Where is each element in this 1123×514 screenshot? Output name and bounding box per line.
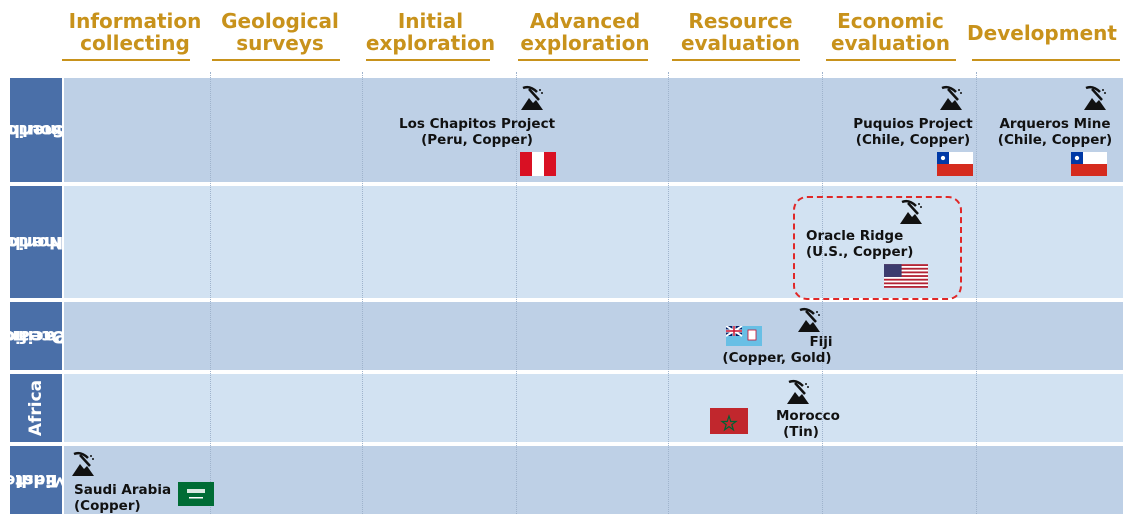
stage-header-resource-evaluation: Resource evaluation (668, 10, 813, 70)
chile-flag (1071, 152, 1107, 176)
project-los-chapitos: Los Chapitos Project (Peru, Copper) (398, 116, 556, 148)
stage-divider (210, 72, 211, 514)
morocco-flag (710, 408, 748, 434)
project-morocco: Morocco (Tin) (776, 408, 840, 440)
region-row-body (64, 186, 1123, 298)
stage-header-line1: Resource (688, 9, 793, 33)
stage-header-line1: Development (967, 21, 1117, 45)
region-label-line2: East (15, 470, 57, 490)
stage-header-geological-surveys: Geological surveys (205, 10, 355, 70)
highlight-box (793, 196, 962, 300)
header-underline (62, 59, 190, 61)
project-puquios: Puquios Project (Chile, Copper) (848, 116, 978, 148)
mining-pickaxe-icon (798, 307, 820, 332)
chile-flag (937, 152, 973, 176)
project-name: Los Chapitos Project (398, 116, 556, 132)
stage-header-line1: Initial (397, 9, 464, 33)
mining-pickaxe-icon (72, 451, 94, 476)
region-label-line2: Ocean (6, 326, 66, 346)
fiji-flag (726, 326, 762, 346)
project-name: Arqueros Mine (999, 116, 1111, 132)
region-label-line1: Africa (26, 379, 46, 437)
project-arqueros: Arqueros Mine (Chile, Copper) (988, 116, 1122, 148)
stage-header-development: Development (962, 22, 1122, 82)
project-name: Morocco (776, 408, 840, 424)
project-name: Puquios Project (853, 116, 973, 132)
header-underline (826, 59, 956, 61)
stage-header-economic-evaluation: Economic evaluation (818, 10, 963, 70)
stage-header-line2: exploration (365, 31, 496, 55)
project-detail: (Tin) (783, 424, 819, 440)
project-detail: (Copper, Gold) (722, 350, 832, 366)
header-underline (518, 59, 648, 61)
region-row-body (64, 446, 1123, 514)
stage-header-line1: Geological (221, 9, 339, 33)
stage-divider (668, 72, 669, 514)
project-detail: (Peru, Copper) (421, 132, 533, 148)
stage-header-initial-exploration: Initial exploration (358, 10, 503, 70)
project-name: Saudi Arabia (74, 482, 172, 498)
mining-pickaxe-icon (787, 379, 809, 404)
stage-divider (362, 72, 363, 514)
stage-header-information-collecting: Information collecting (60, 10, 210, 70)
stage-divider (516, 72, 517, 514)
saudi-arabia-flag (178, 482, 214, 506)
stage-header-line1: Information (68, 9, 202, 33)
stage-divider (822, 72, 823, 514)
stage-header-line1: Economic (837, 9, 944, 33)
header-underline (212, 59, 340, 61)
mining-pickaxe-icon (900, 199, 922, 224)
us-flag (884, 264, 928, 288)
stage-header-line2: exploration (520, 31, 650, 55)
region-row-body (64, 374, 1123, 442)
header-underline (972, 59, 1120, 61)
region-row-body (64, 302, 1123, 370)
stage-header-line2: collecting (80, 31, 190, 55)
project-detail: (Chile, Copper) (997, 132, 1113, 148)
region-label: Africa (10, 374, 62, 442)
stage-header-advanced-exploration: Advanced exploration (510, 10, 660, 70)
project-saudi-arabia: Saudi Arabia (Copper) (74, 482, 174, 514)
stage-divider (976, 72, 977, 514)
mining-pickaxe-icon (521, 85, 543, 110)
stage-header-line2: evaluation (830, 31, 951, 55)
peru-flag (520, 152, 556, 176)
header-underline (366, 59, 490, 61)
project-detail: (Chile, Copper) (855, 132, 971, 148)
stage-header-line1: Advanced (529, 9, 641, 33)
header-underline (672, 59, 800, 61)
project-name: Oracle Ridge (806, 228, 904, 244)
project-detail: (Copper) (74, 498, 141, 514)
mining-pickaxe-icon (940, 85, 962, 110)
project-detail: (U.S., Copper) (806, 244, 914, 260)
project-name: Fiji (809, 334, 833, 350)
project-fiji: Fiji (Copper, Gold) (712, 334, 842, 366)
region-row-africa: Africa (10, 374, 1123, 442)
stage-header-line2: surveys (236, 31, 324, 55)
stage-header-line2: evaluation (680, 31, 801, 55)
mining-pickaxe-icon (1084, 85, 1106, 110)
project-oracle-ridge: Oracle Ridge (U.S., Copper) (806, 228, 926, 260)
